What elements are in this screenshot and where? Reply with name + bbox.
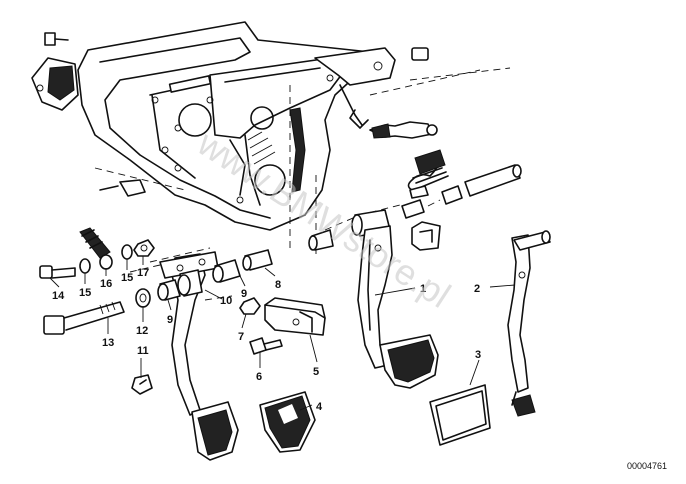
callout-7: 7 bbox=[238, 331, 244, 343]
pedal-pad-textured bbox=[259, 391, 316, 453]
callout-9-lower: 9 bbox=[167, 314, 173, 326]
callout-2: 2 bbox=[474, 283, 480, 295]
hardware-parts bbox=[39, 227, 283, 395]
callout-10: 10 bbox=[220, 295, 232, 307]
callout-3: 3 bbox=[475, 349, 481, 361]
callout-8: 8 bbox=[275, 279, 281, 291]
callout-12: 12 bbox=[136, 325, 148, 337]
callout-15-right: 15 bbox=[121, 272, 133, 284]
clutch-pedal bbox=[357, 225, 439, 389]
callout-6: 6 bbox=[256, 371, 262, 383]
diagram-reference-number: 00004761 bbox=[627, 461, 667, 471]
callout-16: 16 bbox=[100, 278, 112, 290]
brake-light-switch bbox=[369, 47, 438, 139]
callout-5: 5 bbox=[313, 366, 319, 378]
callout-leaders bbox=[49, 256, 516, 411]
callout-1: 1 bbox=[420, 283, 426, 295]
callout-4: 4 bbox=[316, 401, 323, 413]
callout-15-left: 15 bbox=[79, 287, 91, 299]
pivot-shaft bbox=[324, 164, 522, 231]
pushrod-clevis bbox=[264, 297, 326, 336]
callout-11: 11 bbox=[137, 345, 149, 357]
callout-labels: 1 2 3 4 5 6 7 8 9 9 10 11 12 13 14 15 16… bbox=[52, 267, 481, 413]
callout-9-upper: 9 bbox=[241, 288, 247, 300]
callout-17: 17 bbox=[137, 267, 149, 279]
brake-pedal bbox=[507, 230, 551, 417]
callout-13: 13 bbox=[102, 337, 114, 349]
return-spring bbox=[407, 149, 449, 199]
callout-14: 14 bbox=[52, 290, 65, 302]
pedal-box-housing bbox=[31, 21, 511, 255]
pedal-clip bbox=[411, 221, 441, 251]
pedal-pad-rubber bbox=[429, 384, 491, 446]
